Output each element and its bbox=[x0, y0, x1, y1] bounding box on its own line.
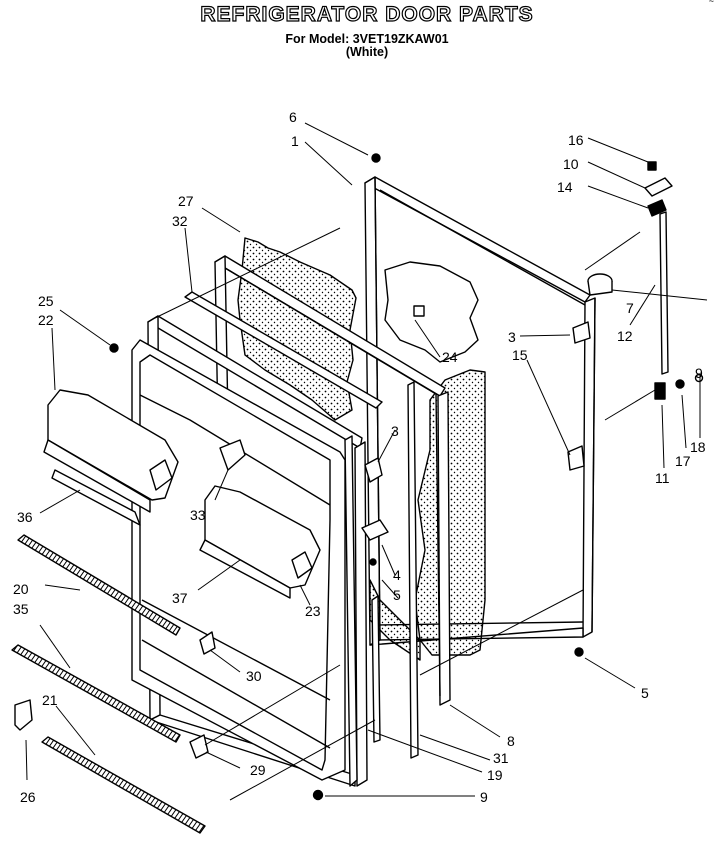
callout-16: 16 bbox=[568, 132, 584, 148]
shelf-strip-35 bbox=[11, 644, 181, 743]
callout-10: 10 bbox=[563, 156, 579, 172]
callout-9-right: 9 bbox=[695, 365, 703, 381]
callout-27: 27 bbox=[178, 193, 194, 209]
model-line: For Model: 3VET19ZKAW01 bbox=[285, 32, 449, 46]
callout-22: 22 bbox=[38, 312, 54, 328]
callout-31: 31 bbox=[493, 750, 509, 766]
callout-7: 7 bbox=[626, 300, 634, 316]
callout-24: 24 bbox=[442, 349, 458, 365]
breaker-strip-32 bbox=[184, 291, 383, 409]
callout-4: 4 bbox=[393, 567, 401, 583]
callout-1: 1 bbox=[291, 133, 299, 149]
callout-labels: 6 1 27 32 25 22 36 20 35 21 26 16 10 14 … bbox=[13, 109, 706, 805]
corner-mark: ~ bbox=[708, 0, 714, 6]
end-cap-29 bbox=[189, 734, 209, 759]
callout-5-center: 5 bbox=[393, 587, 401, 603]
callout-35: 35 bbox=[13, 601, 29, 617]
callout-14: 14 bbox=[557, 179, 573, 195]
top-hinge-assembly bbox=[587, 161, 673, 375]
callout-17: 17 bbox=[675, 453, 691, 469]
center-hinge-parts bbox=[361, 457, 389, 541]
callout-3-center: 3 bbox=[391, 423, 399, 439]
callout-18: 18 bbox=[690, 439, 706, 455]
callout-5-right: 5 bbox=[641, 685, 649, 701]
shelf-strip-21 bbox=[41, 736, 206, 834]
callout-20: 20 bbox=[13, 581, 29, 597]
shelf-retainer-36 bbox=[51, 469, 141, 526]
end-cap-26 bbox=[14, 699, 33, 731]
callout-21: 21 bbox=[42, 692, 58, 708]
callout-30: 30 bbox=[246, 668, 262, 684]
callout-23: 23 bbox=[305, 603, 321, 619]
leader-lines bbox=[25, 122, 708, 797]
callout-19: 19 bbox=[487, 767, 503, 783]
callout-12: 12 bbox=[617, 328, 633, 344]
door-stop-right bbox=[567, 321, 591, 471]
color-line: (White) bbox=[345, 45, 389, 59]
foam-pad-24 bbox=[384, 261, 479, 363]
callout-29: 29 bbox=[250, 762, 266, 778]
callout-37: 37 bbox=[172, 590, 188, 606]
callout-36: 36 bbox=[17, 509, 33, 525]
callout-25: 25 bbox=[38, 293, 54, 309]
foam-insulation-side bbox=[369, 369, 486, 661]
screws bbox=[109, 153, 584, 801]
clip-33 bbox=[219, 439, 246, 471]
callout-9-bottom: 9 bbox=[480, 789, 488, 805]
page-title: REFRIGERATOR DOOR PARTS bbox=[200, 2, 534, 26]
assembly-lines bbox=[154, 227, 656, 801]
shelf-bin-upper bbox=[43, 389, 179, 513]
callout-3-right: 3 bbox=[508, 329, 516, 345]
callout-11: 11 bbox=[655, 470, 670, 486]
callout-8: 8 bbox=[507, 733, 515, 749]
callout-32: 32 bbox=[172, 213, 188, 229]
callout-33: 33 bbox=[190, 507, 206, 523]
callout-15: 15 bbox=[512, 347, 528, 363]
door-strips bbox=[344, 381, 419, 787]
shelf-bin-middle bbox=[199, 485, 321, 599]
shelf-strip-20 bbox=[17, 534, 181, 636]
callout-26: 26 bbox=[20, 789, 36, 805]
lower-hinge-assembly bbox=[654, 373, 704, 400]
end-cap-30 bbox=[199, 631, 216, 655]
callout-6-top: 6 bbox=[289, 109, 297, 125]
